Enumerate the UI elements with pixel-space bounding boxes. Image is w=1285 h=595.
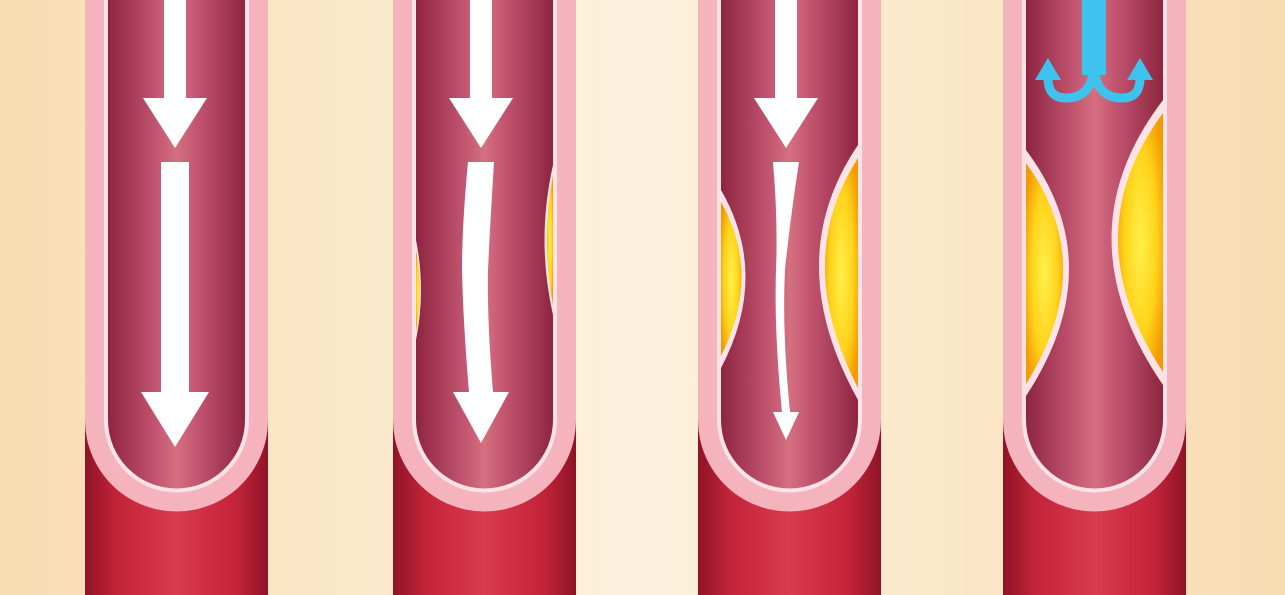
artery-moderate-plaque: [698, 0, 881, 595]
artery-mild-plaque: [393, 0, 576, 595]
artery-severe-plaque: [1003, 0, 1186, 595]
artery-healthy: [85, 0, 268, 595]
